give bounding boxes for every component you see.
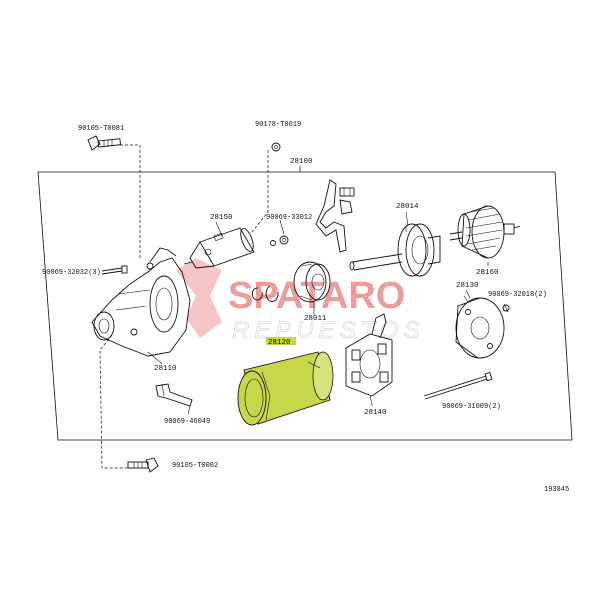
snap-ring-icon [251,285,279,302]
screw-right-icon [502,303,510,313]
label-bolt-left: 90069-32032(3) [42,269,101,277]
label-assembly: 28100 [290,158,313,166]
bolt-bottom-icon [127,457,159,473]
pin-icon [155,383,193,407]
bolt-left-icon [101,265,128,275]
gear-icon [293,261,331,310]
washer-icon [270,235,289,246]
label-screw-top: 90178-T0019 [255,121,301,129]
watermark-logo-icon [176,258,222,338]
watermark-sub: REPUESTOS [232,317,425,344]
plunger-fork-icon [315,179,355,253]
label-yoke[interactable]: 28120 [268,339,291,347]
through-bolt-icon [423,371,493,400]
label-solenoid: 28150 [210,214,233,222]
bolt-top-icon [87,135,122,151]
label-brush-holder: 28140 [364,409,387,417]
screw-top-icon [271,142,281,152]
label-armature-shaft: 28014 [396,203,419,211]
solenoid-icon [183,227,255,269]
label-end-frame: 28130 [456,282,479,290]
yoke-label-highlight [266,337,296,345]
assembly-frame [37,171,573,441]
label-pin: 90069-46049 [164,418,210,426]
label-bolt-bottom: 90105-T0082 [172,462,218,470]
label-gear: 28011 [304,315,327,323]
label-through-bolt: 90069-31009(2) [442,403,501,411]
watermark: SPATARO REPUESTOS [176,258,425,344]
leader-lines [159,211,489,415]
yoke-highlighted[interactable] [237,337,334,426]
end-frame-icon [455,295,505,359]
screw-top-dashline [251,150,269,233]
label-screw-right: 90069-32018(2) [488,291,547,299]
yoke-rear-face [312,351,334,401]
label-diagram-id: 193845 [544,486,569,494]
watermark-brand: SPATARO [228,275,405,317]
label-bolt-top: 90105-T0081 [78,125,124,133]
armature-shaft-icon [349,223,441,277]
brush-holder-icon [345,313,393,405]
label-housing: 28110 [154,365,177,373]
armature-icon [449,205,521,259]
bolt-top-dashline [120,144,141,258]
housing-icon [91,247,191,363]
bolt-bottom-dashline [99,334,128,469]
label-washer: 90069-33012 [266,214,312,222]
label-armature: 28160 [476,269,499,277]
yoke-front-face[interactable] [237,370,267,426]
